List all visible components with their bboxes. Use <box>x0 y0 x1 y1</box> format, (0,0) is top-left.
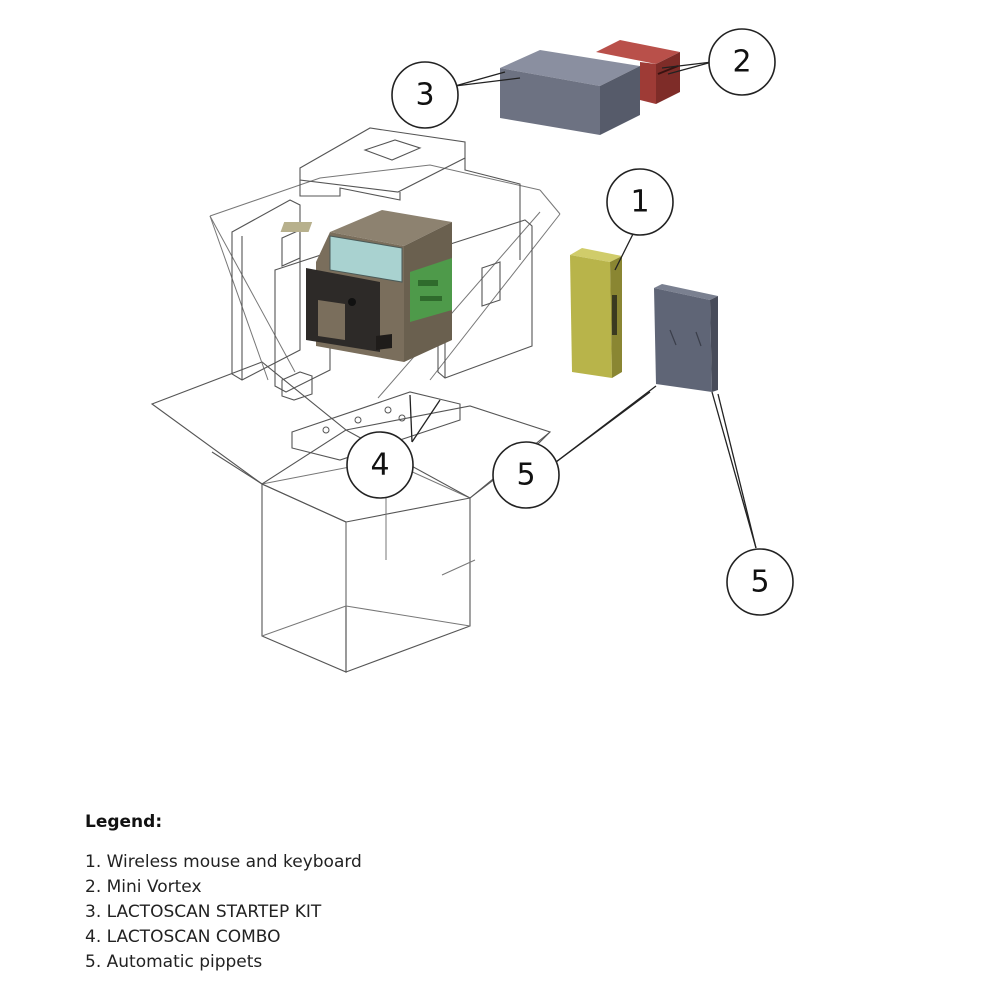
legend-item-1: 1. Wireless mouse and keyboard <box>85 852 362 872</box>
callout-5b: 5 <box>726 548 794 616</box>
shipping-carton <box>150 164 561 673</box>
mini-vortex-box <box>596 40 680 104</box>
legend-item-4: 4. LACTOSCAN COMBO <box>85 927 281 947</box>
mouse-keyboard-box <box>570 248 622 378</box>
callout-4-number: 4 <box>370 448 389 483</box>
callout-1: 1 <box>606 168 674 236</box>
callout-2-number: 2 <box>732 45 751 80</box>
callout-5a: 5 <box>492 441 560 509</box>
lactoscan-analyzer <box>280 210 452 362</box>
legend-item-3: 3. LACTOSCAN STARTEP KIT <box>85 902 322 922</box>
legend-item-5: 5. Automatic pippets <box>85 952 263 972</box>
callout-3-number: 3 <box>415 78 434 113</box>
exploded-package-diagram: 3 2 1 4 5 5 <box>150 28 794 673</box>
callout-4: 4 <box>346 431 414 499</box>
callout-2: 2 <box>708 28 776 96</box>
legend: Legend: 1. Wireless mouse and keyboard 2… <box>85 812 785 975</box>
callout-5b-number: 5 <box>750 565 769 600</box>
callout-1-number: 1 <box>630 185 649 220</box>
callout-5a-number: 5 <box>516 458 535 493</box>
legend-item-2: 2. Mini Vortex <box>85 877 202 897</box>
callout-3: 3 <box>391 61 459 129</box>
starter-kit-box <box>500 50 640 135</box>
pipettes-box <box>654 284 718 392</box>
legend-title: Legend: <box>85 812 163 832</box>
leader-lines <box>409 61 757 549</box>
